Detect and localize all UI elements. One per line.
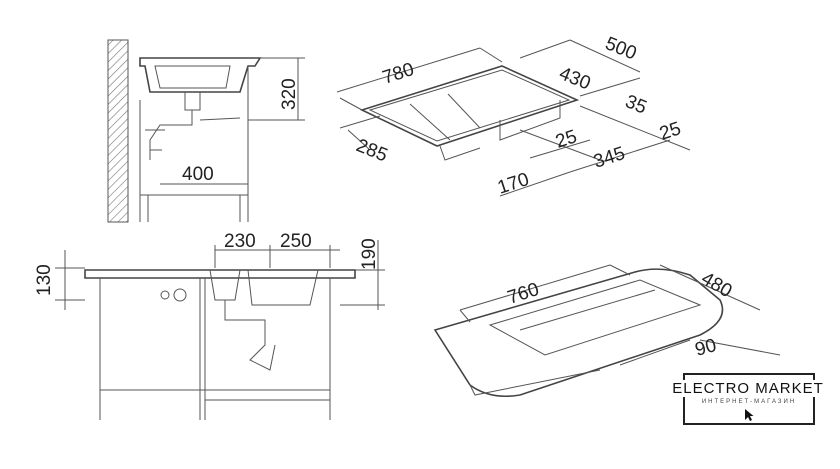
logo-subtitle: ИНТЕРНЕТ-МАГАЗИН (701, 399, 797, 405)
top-isometric-view: 780 500 430 35 285 25 345 25 170 (336, 33, 691, 199)
dim-partial: 90 (693, 335, 719, 361)
dim-bowl-depth: 190 (359, 238, 380, 270)
dim-drainer-width: 285 (353, 135, 390, 166)
dim-cabinet-height: 130 (34, 264, 55, 296)
dim-cutout-width: 480 (698, 268, 736, 302)
logo-name: ELECTRO MARKET (662, 380, 834, 397)
dim-side-height: 320 (279, 78, 300, 110)
side-view: 400 320 (107, 39, 305, 223)
dim-bowl-length: 345 (591, 143, 628, 173)
logo-frame (683, 373, 815, 425)
dim-rim-right: 25 (657, 118, 684, 145)
bottom-isometric-view: 760 480 90 (433, 264, 781, 398)
dim-side-depth: 400 (182, 164, 214, 185)
dim-offset-right: 250 (280, 231, 312, 252)
dim-rim-back: 35 (622, 91, 649, 118)
electro-market-logo: ELECTRO MARKET ИНТЕРНЕТ-МАГАЗИН (660, 363, 838, 429)
dim-rim-left: 25 (553, 126, 580, 153)
dim-offset-left: 230 (224, 231, 256, 252)
cursor-icon (745, 409, 754, 421)
dim-inner-width: 430 (556, 63, 593, 94)
dim-cutout-length: 760 (505, 279, 542, 309)
dim-small-bowl: 170 (495, 169, 532, 199)
front-view: 230 250 130 190 (34, 231, 385, 420)
dim-width: 500 (602, 33, 639, 64)
dim-length: 780 (380, 59, 417, 89)
